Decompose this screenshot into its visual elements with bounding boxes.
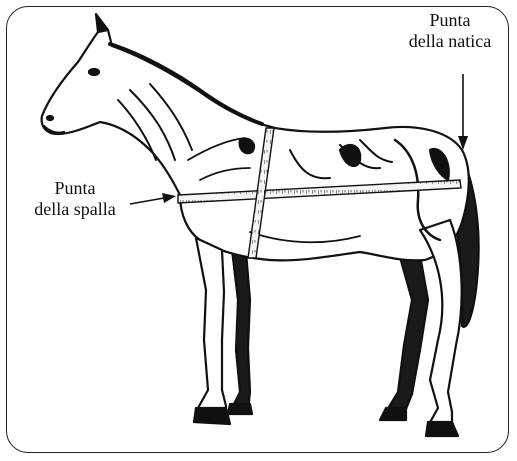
rump-label-line1: Punta — [388, 10, 512, 31]
dark-patch-3 — [240, 139, 254, 154]
far-fore-hoof — [228, 404, 252, 414]
near-foreleg — [196, 238, 226, 420]
shoulder-label-line2: della spalla — [10, 199, 140, 220]
rump-point-label: Punta della natica — [388, 10, 512, 52]
eye — [89, 69, 99, 75]
far-hind-hoof — [380, 408, 406, 420]
ear — [96, 14, 108, 32]
near-hind-hoof — [426, 422, 458, 436]
shoulder-label-line1: Punta — [10, 178, 140, 199]
shoulder-arrow-head — [162, 193, 176, 203]
near-fore-hoof — [194, 408, 230, 424]
rump-label-line2: della natica — [388, 31, 512, 52]
far-foreleg — [232, 250, 250, 410]
far-hindleg — [386, 250, 428, 414]
nostril — [47, 116, 53, 120]
shoulder-point-label: Punta della spalla — [10, 178, 140, 220]
